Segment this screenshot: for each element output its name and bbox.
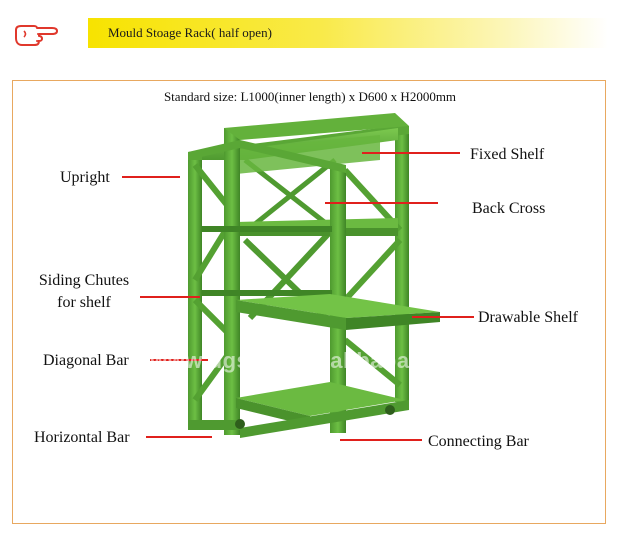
label-drawable-shelf: Drawable Shelf: [478, 309, 578, 326]
header-title: Mould Stoage Rack( half open): [108, 25, 272, 40]
label-diagonal-bar: Diagonal Bar: [43, 352, 129, 369]
diagram-frame: Standard size: L1000(inner length) x D60…: [12, 80, 606, 524]
header-bar: Mould Stoage Rack( half open): [88, 18, 608, 48]
label-connecting-bar: Connecting Bar: [428, 433, 529, 450]
standard-size-caption: Standard size: L1000(inner length) x D60…: [163, 89, 457, 104]
watermark: www.dgsunli.en.alibaba.com: [150, 348, 463, 373]
label-fixed-shelf: Fixed Shelf: [470, 146, 545, 163]
label-siding-chutes: Siding Chutes for shelf: [34, 270, 134, 313]
label-siding-chutes-line1: Siding Chutes: [38, 272, 130, 289]
pointing-hand-icon: [15, 25, 58, 46]
label-back-cross: Back Cross: [472, 200, 546, 217]
label-upright: Upright: [60, 169, 110, 186]
label-siding-chutes-line2: for shelf: [57, 293, 111, 311]
label-horizontal-bar: Horizontal Bar: [34, 429, 130, 446]
